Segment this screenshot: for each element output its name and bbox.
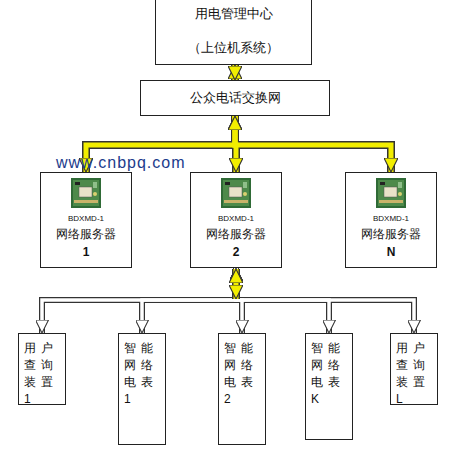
server-box: BDXMD-1网络服务器2 — [190, 172, 282, 268]
node-text: 用电管理中心 — [195, 5, 273, 23]
node-text: BDXMD-1 — [373, 213, 409, 225]
server-box: BDXMD-1网络服务器N — [345, 172, 437, 268]
connector-outline — [42, 268, 236, 333]
process-box: 用电管理中心 （上位机系统） — [155, 0, 312, 65]
node-text: 网络服务器 — [56, 225, 116, 243]
device-box: 智能 网络 电表 2 — [218, 333, 266, 445]
connector-outline — [142, 268, 236, 333]
node-text: 用户 查询 装置 1 — [24, 340, 63, 408]
node-text: 1 — [83, 243, 90, 261]
double-arrow — [234, 269, 239, 299]
device-box: 智能 网络 电表 K — [305, 333, 353, 440]
node-text: 网络服务器 — [361, 225, 421, 243]
node-text: 用户 查询 装置 L — [396, 340, 435, 408]
node-text: 智能 网络 电表 1 — [124, 340, 163, 408]
connector-outline — [231, 65, 239, 80]
watermark: www.cnbpq.com — [56, 154, 186, 172]
device-box: 用户 查询 装置 L — [390, 333, 438, 405]
network-box: 公众电话交换网 — [140, 80, 330, 116]
connector-arrow — [233, 65, 238, 80]
node-text: BDXMD-1 — [218, 213, 254, 225]
connector-arrow — [142, 268, 236, 333]
device-box: 用户 查询 装置 1 — [18, 333, 66, 405]
node-text: 智能 网络 电表 K — [311, 340, 350, 408]
connector-arrow — [42, 268, 236, 333]
connector-arrow — [236, 268, 414, 333]
connector-outline — [236, 268, 414, 333]
node-text: N — [387, 243, 396, 261]
node-text: 智能 网络 电表 2 — [224, 340, 263, 408]
node-text: BDXMD-1 — [68, 213, 104, 225]
node-text: 网络服务器 — [206, 225, 266, 243]
node-text: 2 — [233, 243, 240, 261]
connector-arrow — [235, 116, 391, 172]
arrow-outline — [232, 269, 240, 299]
connector-outline — [235, 116, 391, 172]
node-text: 公众电话交换网 — [190, 89, 281, 107]
device-box: 智能 网络 电表 1 — [118, 333, 166, 445]
server-box: BDXMD-1网络服务器1 — [40, 172, 132, 268]
node-text: （上位机系统） — [188, 39, 279, 57]
